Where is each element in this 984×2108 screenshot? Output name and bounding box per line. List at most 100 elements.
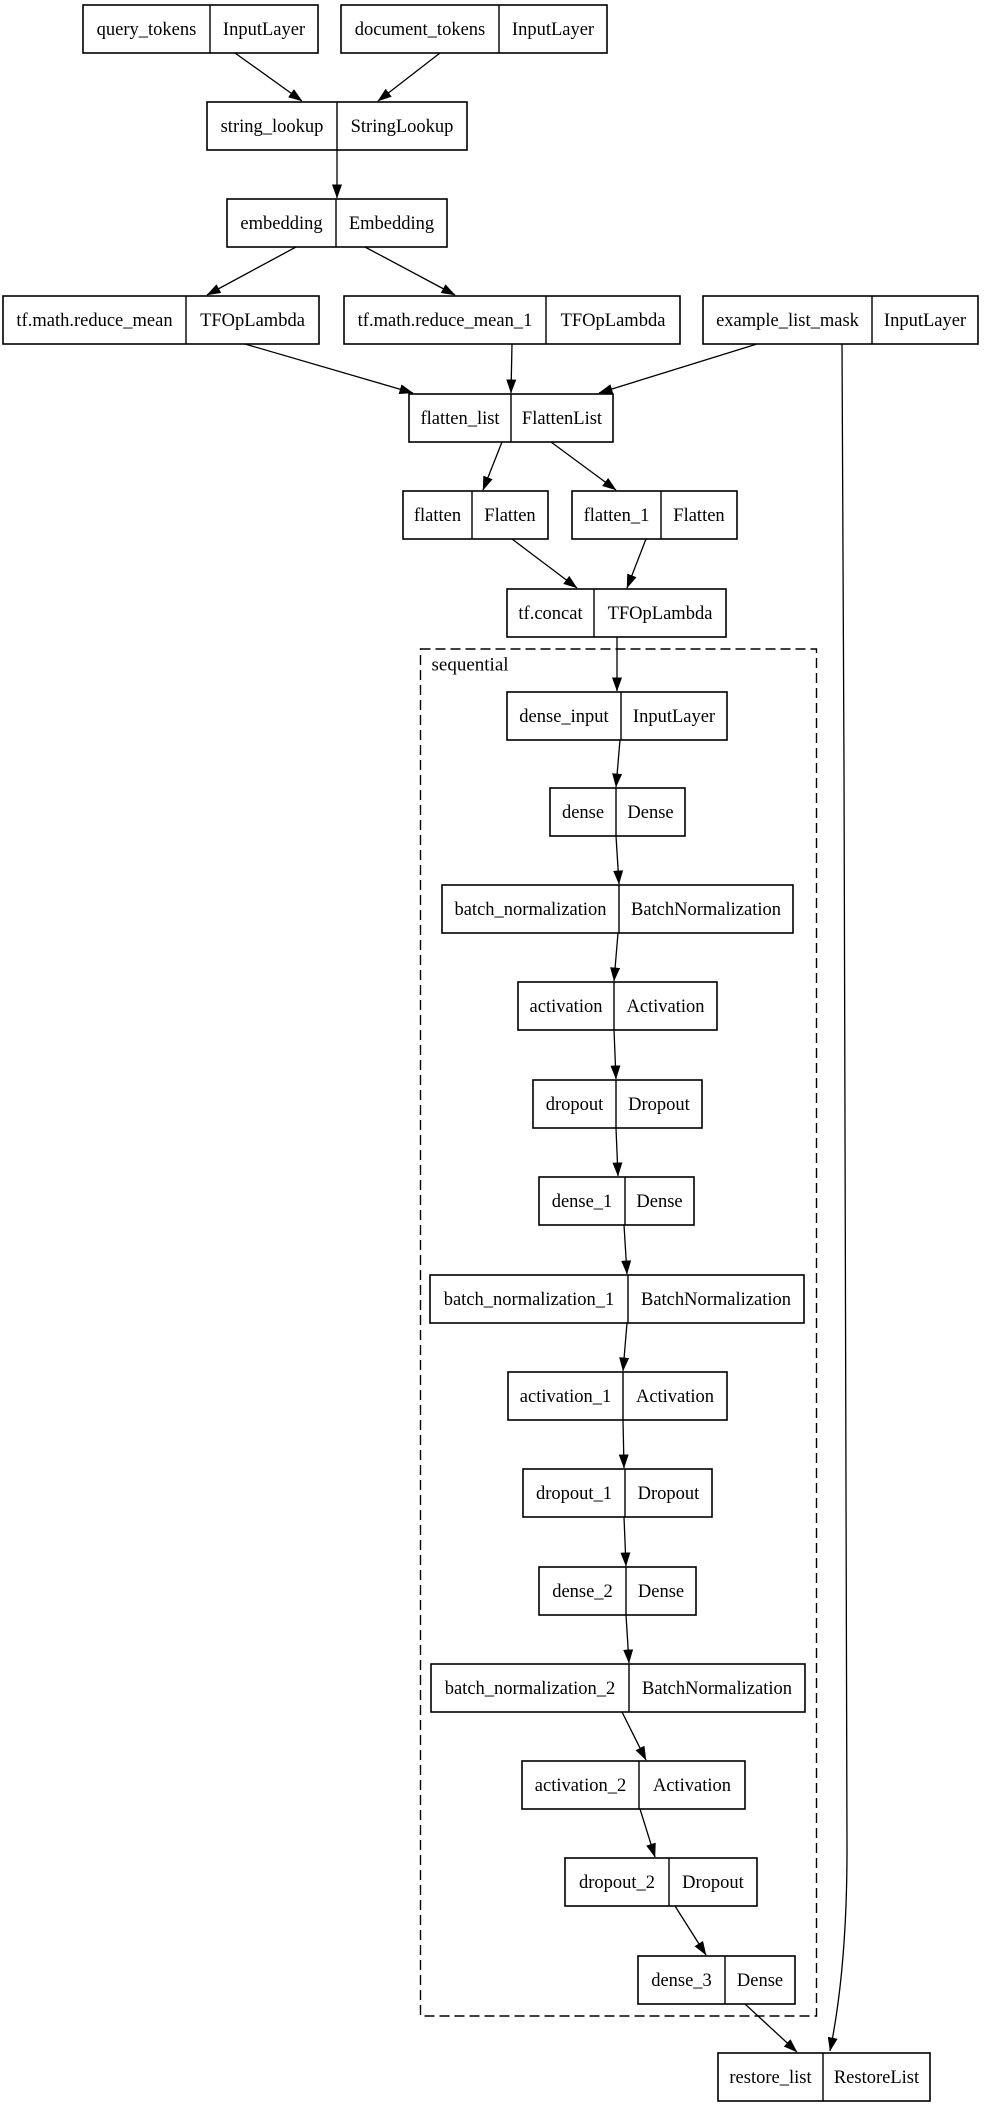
layer-type-label: InputLayer — [223, 20, 305, 40]
layer-type-label: Dense — [737, 1971, 783, 1991]
node-box — [441, 884, 794, 934]
node-activation_2: activation_2 Activation — [521, 1760, 746, 1810]
edge-tf.math.reduce_mean-to-flatten_list — [244, 343, 414, 395]
layer-name-label: tf.concat — [518, 604, 583, 624]
layer-name-label: activation — [530, 997, 603, 1017]
layer-name-label: embedding — [240, 214, 322, 234]
node-query_tokens: query_tokens InputLayer — [82, 4, 319, 54]
node-box — [564, 1857, 758, 1907]
node-tf.concat: tf.concat TFOpLambda — [506, 588, 727, 638]
edge-document_tokens-to-string_lookup — [377, 52, 441, 102]
layer-type-label: BatchNormalization — [641, 1290, 791, 1310]
layer-name-label: restore_list — [729, 2068, 812, 2088]
layer-name-label: flatten — [414, 506, 461, 526]
edge-dense_1-to-batch_normalization_1 — [621, 1224, 632, 1275]
layer-type-label: InputLayer — [633, 707, 715, 727]
edge-dense_2-to-batch_normalization_2 — [623, 1614, 634, 1664]
node-box — [506, 588, 727, 638]
node-box — [521, 1760, 746, 1810]
layer-type-label: Activation — [626, 997, 704, 1017]
edge-example_list_mask-to-flatten_list — [598, 343, 758, 394]
node-box — [226, 198, 448, 248]
layer-name-label: dense_2 — [552, 1582, 613, 1602]
edge-embedding-to-tf.math.reduce_mean — [206, 246, 297, 296]
cluster-border — [419, 648, 818, 2017]
node-box — [82, 4, 319, 54]
layer-type-label: RestoreList — [834, 2068, 920, 2088]
layer-type-label: TFOpLambda — [608, 604, 713, 624]
edge-activation-to-dropout — [610, 1029, 621, 1080]
node-tf.math.reduce_mean_1: tf.math.reduce_mean_1 TFOpLambda — [343, 295, 681, 345]
layer-type-label: Flatten — [484, 506, 535, 526]
layer-type-label: Flatten — [673, 506, 724, 526]
node-box — [430, 1663, 806, 1713]
node-box — [522, 1468, 713, 1518]
layer-name-label: activation_2 — [535, 1776, 626, 1796]
node-dropout_2: dropout_2 Dropout — [564, 1857, 758, 1907]
edge-example_list_mask-to-restore_list — [827, 343, 848, 2052]
layer-type-label: TFOpLambda — [561, 311, 666, 331]
edge-activation_1-to-dropout_1 — [618, 1419, 629, 1469]
layer-type-label: Dense — [627, 803, 673, 823]
layer-name-label: batch_normalization — [454, 900, 606, 920]
edge-batch_normalization_2-to-activation_2 — [621, 1711, 647, 1761]
node-box — [517, 981, 718, 1031]
layer-name-label: query_tokens — [97, 20, 197, 40]
node-activation_1: activation_1 Activation — [507, 1371, 728, 1421]
edge-dropout_2-to-dense_3 — [674, 1905, 707, 1956]
layer-type-label: FlattenList — [522, 409, 603, 429]
layer-type-label: InputLayer — [884, 311, 966, 331]
edge-activation_2-to-dropout_2 — [639, 1808, 656, 1858]
node-dense: dense Dense — [549, 787, 686, 837]
node-box — [571, 490, 738, 540]
layer-type-label: Dropout — [682, 1873, 745, 1893]
edge-dense_input-to-dense — [612, 739, 623, 788]
cluster-label: sequential — [432, 655, 509, 676]
layer-type-label: Dropout — [628, 1095, 691, 1115]
node-flatten: flatten Flatten — [402, 490, 549, 540]
layer-name-label: tf.math.reduce_mean_1 — [358, 311, 533, 331]
node-activation: activation Activation — [517, 981, 718, 1031]
node-document_tokens: document_tokens InputLayer — [340, 4, 608, 54]
edge-query_tokens-to-string_lookup — [234, 52, 303, 102]
edge-dense_3-to-restore_list — [744, 2003, 798, 2053]
layer-name-label: activation_1 — [520, 1387, 611, 1407]
layer-type-label: Dense — [636, 1192, 682, 1212]
node-box — [549, 787, 686, 837]
layer-name-label: string_lookup — [221, 117, 324, 137]
layer-name-label: flatten_list — [420, 409, 500, 429]
edge-flatten-to-tf.concat — [511, 538, 578, 589]
node-box — [702, 295, 979, 345]
layer-type-label: Activation — [636, 1387, 714, 1407]
layer-name-label: dropout_1 — [536, 1484, 612, 1504]
node-restore_list: restore_list RestoreList — [717, 2052, 931, 2102]
layer-name-label: dropout_2 — [579, 1873, 655, 1893]
layer-type-label: Activation — [653, 1776, 731, 1796]
node-box — [637, 1955, 796, 2005]
layer-name-label: dense_3 — [651, 1971, 712, 1991]
node-flatten_1: flatten_1 Flatten — [571, 490, 738, 540]
edge-dropout_1-to-dense_2 — [620, 1516, 631, 1567]
layer-name-label: batch_normalization_2 — [445, 1679, 616, 1699]
layer-name-label: dense — [562, 803, 604, 823]
node-box — [507, 1371, 728, 1421]
node-box — [532, 1079, 703, 1129]
layer-type-label: Dropout — [638, 1484, 701, 1504]
edge-tf.math.reduce_mean_1-to-flatten_list — [506, 343, 517, 394]
layer-name-label: flatten_1 — [584, 506, 650, 526]
edge-flatten_1-to-tf.concat — [626, 538, 647, 589]
layer-name-label: document_tokens — [355, 20, 486, 40]
cluster-sequential: sequential — [419, 648, 818, 2017]
node-dense_3: dense_3 Dense — [637, 1955, 796, 2005]
layer-type-label: InputLayer — [512, 20, 594, 40]
node-box — [429, 1274, 805, 1324]
edge-batch_normalization_1-to-activation_1 — [619, 1322, 630, 1372]
node-box — [2, 295, 320, 345]
